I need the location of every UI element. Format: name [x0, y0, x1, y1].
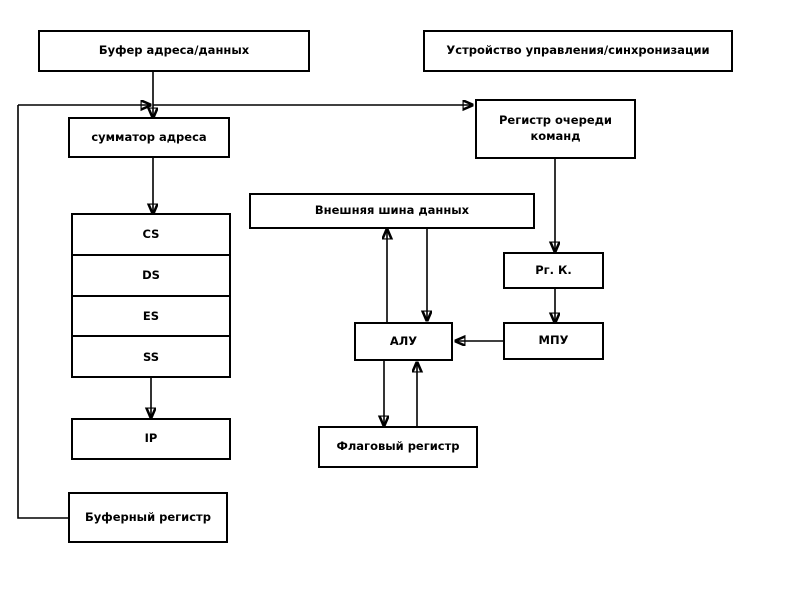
- block-instruction-queue-register-label: Регистр очереди команд: [499, 113, 612, 143]
- segment-register-label-ss: SS: [142, 349, 160, 364]
- segment-register-row-ds[interactable]: DS: [73, 256, 229, 297]
- segment-register-row-es[interactable]: ES: [73, 297, 229, 338]
- block-ip-register-label: IP: [144, 431, 158, 446]
- block-command-register-label: Рг. К.: [535, 262, 572, 277]
- segment-register-label-ds: DS: [142, 268, 160, 283]
- block-address-data-buffer-label: Буфер адреса/данных: [98, 43, 250, 58]
- block-address-adder-label: сумматор адреса: [91, 129, 207, 144]
- block-alu-label: АЛУ: [389, 333, 418, 348]
- block-command-register[interactable]: Рг. К.: [503, 252, 604, 289]
- block-ip-register[interactable]: IP: [71, 418, 231, 460]
- block-flag-register-label: Флаговый регистр: [336, 439, 460, 454]
- block-buffer-register-label: Буферный регистр: [85, 509, 211, 524]
- segment-register-row-cs[interactable]: CS: [73, 215, 229, 256]
- segment-register-row-ss[interactable]: SS: [73, 337, 229, 376]
- block-address-adder[interactable]: сумматор адреса: [68, 117, 230, 158]
- block-external-data-bus-label: Внешняя шина данных: [314, 203, 470, 218]
- block-mpu-label: МПУ: [538, 333, 569, 348]
- block-control-sync-unit-label: Устройство управления/синхронизации: [446, 43, 710, 58]
- segment-register-label-cs: CS: [142, 227, 160, 242]
- block-external-data-bus[interactable]: Внешняя шина данных: [249, 193, 535, 229]
- block-flag-register[interactable]: Флаговый регистр: [318, 426, 478, 468]
- block-mpu[interactable]: МПУ: [503, 322, 604, 360]
- segment-register-label-es: ES: [142, 308, 160, 323]
- block-address-data-buffer[interactable]: Буфер адреса/данных: [38, 30, 310, 72]
- block-buffer-register[interactable]: Буферный регистр: [68, 492, 228, 543]
- block-instruction-queue-register[interactable]: Регистр очереди команд: [475, 99, 636, 159]
- block-alu[interactable]: АЛУ: [354, 322, 453, 361]
- wire-buffer-register-feedback: [17, 105, 68, 519]
- segment-register-stack[interactable]: CS DS ES SS: [71, 213, 231, 378]
- block-control-sync-unit[interactable]: Устройство управления/синхронизации: [423, 30, 733, 72]
